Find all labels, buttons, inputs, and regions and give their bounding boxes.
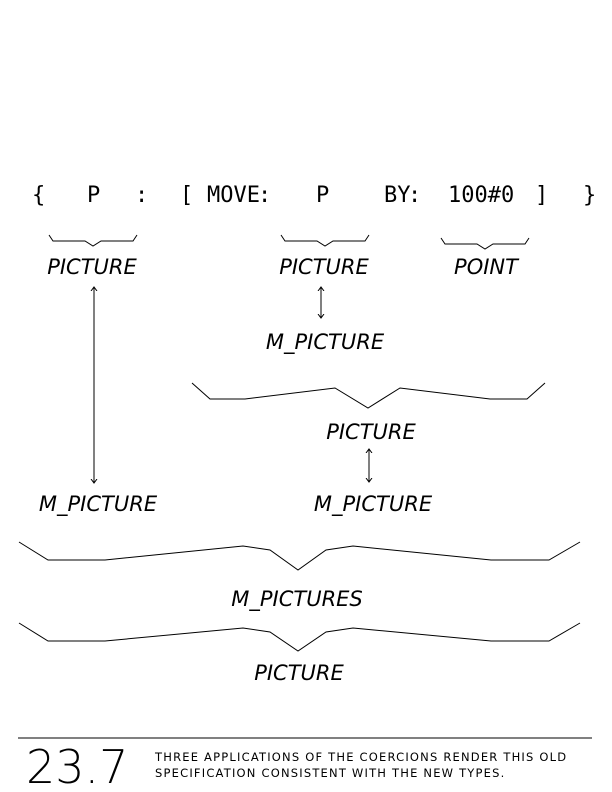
expr-var-p: P bbox=[87, 183, 100, 208]
expr-colon-1: : bbox=[135, 183, 148, 208]
type-move-picture: PICTURE bbox=[326, 420, 416, 444]
expr-colon-2: : bbox=[258, 183, 271, 208]
brace-final bbox=[18, 622, 581, 652]
brace-arg-p bbox=[280, 234, 370, 247]
expr-arg-p: P bbox=[316, 183, 329, 208]
type-arg-p-mpicture: M_PICTURE bbox=[266, 330, 385, 355]
type-arg-p-picture: PICTURE bbox=[279, 255, 369, 279]
expression-line: { P : [ MOVE : P BY : 100#0 ] } bbox=[32, 183, 596, 208]
expr-by: BY bbox=[384, 183, 411, 208]
open-brace: { bbox=[32, 183, 45, 208]
caption-line-2: SPECIFICATION CONSISTENT WITH THE NEW TY… bbox=[155, 766, 506, 780]
open-bracket: [ bbox=[180, 183, 193, 208]
close-bracket: ] bbox=[535, 183, 548, 208]
brace-move bbox=[191, 382, 546, 409]
brace-p bbox=[48, 234, 138, 247]
close-brace: } bbox=[583, 183, 596, 208]
expr-move: MOVE bbox=[207, 183, 260, 208]
type-final-picture: PICTURE bbox=[254, 661, 344, 685]
type-mpictures: M_PICTURES bbox=[231, 587, 363, 612]
type-point: POINT bbox=[454, 255, 520, 279]
type-p-picture: PICTURE bbox=[47, 255, 137, 279]
caption-line-1: THREE APPLICATIONS OF THE COERCIONS REND… bbox=[154, 750, 567, 764]
expr-colon-3: : bbox=[408, 183, 421, 208]
brace-pair bbox=[18, 541, 581, 571]
figure-number: 23.7 bbox=[26, 740, 128, 792]
type-move-mpicture: M_PICTURE bbox=[314, 492, 433, 517]
brace-point bbox=[440, 237, 530, 250]
expr-point: 100#0 bbox=[448, 183, 514, 208]
type-p-mpicture: M_PICTURE bbox=[39, 492, 158, 517]
